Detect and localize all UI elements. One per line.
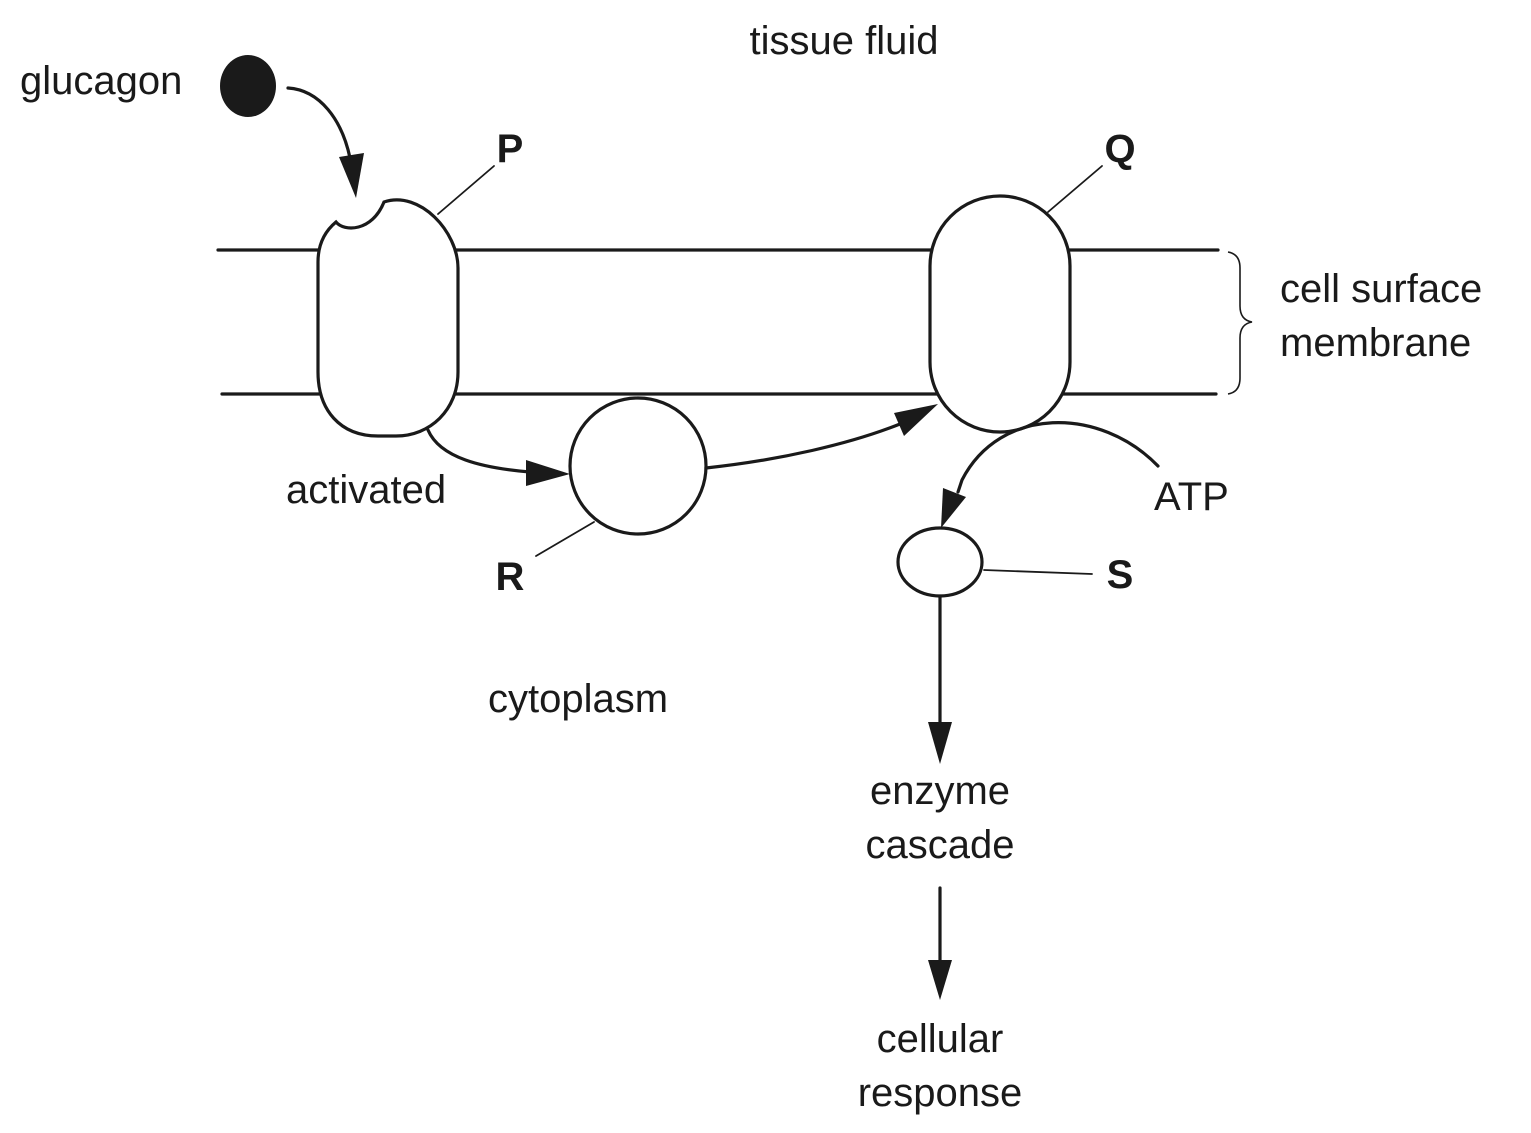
protein-q bbox=[928, 194, 1072, 434]
membrane-brace bbox=[1227, 251, 1253, 395]
label-glucagon: glucagon bbox=[20, 59, 182, 103]
label-enzyme-cascade-line1: enzyme bbox=[870, 769, 1010, 813]
label-atp: ATP bbox=[1154, 475, 1229, 519]
leader-line-r bbox=[535, 521, 595, 557]
molecule-s bbox=[896, 526, 984, 598]
arrow-enzyme-cascade-to-cellular-response bbox=[928, 886, 952, 1000]
leader-line-q bbox=[1047, 165, 1103, 213]
label-tissue-fluid: tissue fluid bbox=[750, 19, 939, 63]
arrow-glucagon-to-p bbox=[286, 86, 364, 198]
arrow-atp-to-s bbox=[941, 421, 1160, 528]
label-cellular-response-line2: response bbox=[858, 1071, 1023, 1115]
label-q: Q bbox=[1104, 127, 1135, 171]
arrow-s-to-enzyme-cascade bbox=[928, 594, 952, 764]
glucagon-molecule bbox=[220, 55, 276, 117]
label-cell-surface-membrane-line1: cell surface bbox=[1280, 267, 1482, 311]
arrow-p-to-r bbox=[426, 428, 570, 486]
arrow-r-to-q bbox=[704, 404, 938, 470]
label-activated: activated bbox=[286, 468, 446, 512]
label-cytoplasm: cytoplasm bbox=[488, 677, 668, 721]
leader-line-p bbox=[437, 165, 495, 215]
label-r: R bbox=[496, 555, 525, 599]
label-cell-surface-membrane-line2: membrane bbox=[1280, 321, 1471, 365]
receptor-p bbox=[316, 198, 460, 438]
leader-line-s bbox=[983, 569, 1093, 575]
label-s: S bbox=[1107, 553, 1134, 597]
label-p: P bbox=[497, 127, 524, 171]
label-cellular-response-line1: cellular bbox=[877, 1017, 1004, 1061]
label-enzyme-cascade-line2: cascade bbox=[866, 823, 1015, 867]
protein-r bbox=[568, 396, 708, 536]
